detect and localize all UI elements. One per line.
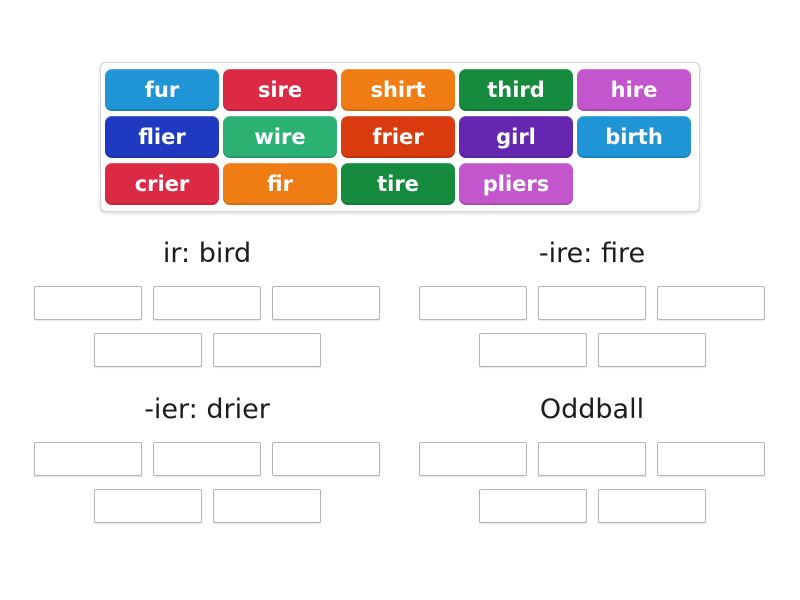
- group-ier-drier: -ier: drier: [29, 394, 385, 536]
- drop-slot-ier-drier[interactable]: [272, 442, 380, 476]
- word-tile-flier[interactable]: flier: [105, 116, 219, 158]
- drop-slot-ire-fire[interactable]: [597, 333, 706, 367]
- word-tile-fur[interactable]: fur: [105, 69, 219, 111]
- drop-slot-ir-bird[interactable]: [153, 286, 261, 320]
- group-title: -ier: drier: [144, 394, 270, 425]
- drop-slot-oddball[interactable]: [657, 442, 765, 476]
- group-ire-fire: -ire: fire: [414, 238, 770, 380]
- group-title: ir: bird: [162, 238, 252, 269]
- group-slots: [414, 286, 770, 367]
- slot-row: [29, 333, 385, 367]
- drop-slot-ier-drier[interactable]: [93, 489, 202, 523]
- drop-slot-ire-fire[interactable]: [657, 286, 765, 320]
- slot-row: [29, 286, 385, 320]
- word-tile-sire[interactable]: sire: [223, 69, 337, 111]
- drop-slot-ir-bird[interactable]: [34, 286, 142, 320]
- drop-slot-ire-fire[interactable]: [538, 286, 646, 320]
- group-title: -ire: fire: [538, 238, 646, 269]
- drop-slot-ir-bird[interactable]: [93, 333, 202, 367]
- drop-slot-ire-fire[interactable]: [419, 286, 527, 320]
- drop-slot-ier-drier[interactable]: [212, 489, 321, 523]
- slot-row: [414, 286, 770, 320]
- group-slots: [414, 442, 770, 523]
- group-ir-bird: ir: bird: [29, 238, 385, 380]
- group-slots: [29, 442, 385, 523]
- drop-slot-oddball[interactable]: [538, 442, 646, 476]
- slot-row: [414, 333, 770, 367]
- word-tile-pliers[interactable]: pliers: [459, 163, 573, 205]
- word-tile-birth[interactable]: birth: [577, 116, 691, 158]
- word-tile-frier[interactable]: frier: [341, 116, 455, 158]
- slot-row: [414, 442, 770, 476]
- group-oddball: Oddball: [414, 394, 770, 536]
- word-tile-shirt[interactable]: shirt: [341, 69, 455, 111]
- word-tile-fir[interactable]: fir: [223, 163, 337, 205]
- word-tile-crier[interactable]: crier: [105, 163, 219, 205]
- drop-slot-oddball[interactable]: [478, 489, 587, 523]
- drop-slot-ir-bird[interactable]: [272, 286, 380, 320]
- drop-slot-oddball[interactable]: [597, 489, 706, 523]
- slot-row: [29, 489, 385, 523]
- drop-slot-ier-drier[interactable]: [34, 442, 142, 476]
- word-tile-third[interactable]: third: [459, 69, 573, 111]
- drop-slot-ir-bird[interactable]: [212, 333, 321, 367]
- drop-slot-oddball[interactable]: [419, 442, 527, 476]
- word-tile-tire[interactable]: tire: [341, 163, 455, 205]
- slot-row: [414, 489, 770, 523]
- group-title: Oddball: [539, 394, 645, 425]
- drop-slot-ire-fire[interactable]: [478, 333, 587, 367]
- word-tile-wire[interactable]: wire: [223, 116, 337, 158]
- word-tile-girl[interactable]: girl: [459, 116, 573, 158]
- drop-slot-ier-drier[interactable]: [153, 442, 261, 476]
- slot-row: [29, 442, 385, 476]
- group-slots: [29, 286, 385, 367]
- word-tile-hire[interactable]: hire: [577, 69, 691, 111]
